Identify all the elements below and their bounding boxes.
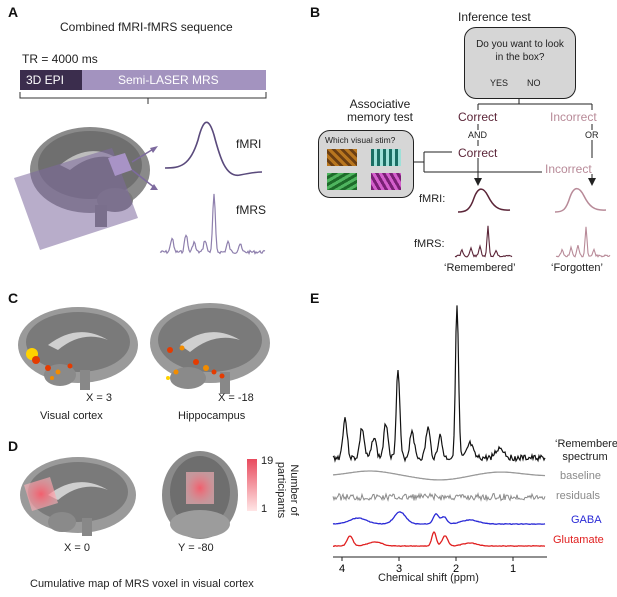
glutamate-curve xyxy=(332,530,546,548)
tr-label: TR = 4000 ms xyxy=(22,52,98,66)
fmri-label-a: fMRI xyxy=(236,137,262,151)
or-label: OR xyxy=(585,130,599,140)
remembered-label: ‘Remembered’ xyxy=(444,262,516,274)
inference-question: Do you want to look in the box? xyxy=(476,39,564,63)
assoc-question: Which visual stim? xyxy=(325,135,396,145)
incorrect-top: Incorrect xyxy=(550,110,597,124)
baseline-curve xyxy=(332,470,546,481)
panel-b-letter: B xyxy=(310,4,321,20)
fmrs-label-a: fMRS xyxy=(236,203,266,217)
fmrs-label-b: fMRS: xyxy=(414,238,445,250)
activation-hippocampus xyxy=(166,345,225,380)
mrs-label: Semi-LASER MRS xyxy=(118,73,219,87)
residuals-curve xyxy=(332,491,546,503)
fmri-curve-forgotten xyxy=(554,187,607,213)
remembered-spectrum xyxy=(332,305,546,463)
panel-e-letter: E xyxy=(310,290,320,306)
x-tick-label: 4 xyxy=(339,563,345,575)
epi-block: 3D EPI xyxy=(20,70,82,90)
visual-coord: X = 3 xyxy=(86,392,112,404)
panel-c-letter: C xyxy=(8,290,19,306)
assoc-title: Associative memory test xyxy=(346,97,413,124)
fmri-slab xyxy=(14,148,138,250)
spectrum-label: ‘Remembered’ spectrum xyxy=(555,438,617,463)
d-caption: Cumulative map of MRS voxel in visual co… xyxy=(30,578,254,590)
no-option: NO xyxy=(527,78,541,88)
stim-orange xyxy=(327,149,357,166)
epi-label: 3D EPI xyxy=(26,73,65,87)
x-axis-ticks: 4 3 2 1 xyxy=(339,557,516,575)
hippocampus-coord: X = -18 xyxy=(218,392,254,404)
correct-bottom: Correct xyxy=(458,146,498,160)
d-left-coord: X = 0 xyxy=(64,542,90,554)
x-tick-label: 1 xyxy=(510,563,516,575)
baseline-label: baseline xyxy=(560,470,601,482)
mrs-voxel xyxy=(108,153,132,176)
stim-teal xyxy=(371,149,401,166)
incorrect-bottom: Incorrect xyxy=(545,162,592,176)
inference-box: Do you want to look in the box? YES NO xyxy=(464,27,576,99)
brain-sagittal-visual xyxy=(18,307,138,390)
mrs-block: Semi-LASER MRS xyxy=(82,70,266,90)
scale-min: 1 xyxy=(261,503,268,515)
correct-top: Correct xyxy=(458,110,498,124)
arrow-to-fmrs xyxy=(131,169,156,189)
stim-purple xyxy=(371,173,401,190)
hippocampus-label: Hippocampus xyxy=(178,410,246,422)
glutamate-label: Glutamate xyxy=(553,534,604,546)
x-axis-label: Chemical shift (ppm) xyxy=(378,572,479,584)
x-tick-label: 2 xyxy=(453,563,459,575)
panel-a-title: Combined fMRI-fMRS sequence xyxy=(60,20,233,34)
scale-max: 19 xyxy=(261,455,274,467)
stim-green xyxy=(327,173,357,190)
forgotten-label: ‘Forgotten’ xyxy=(551,262,603,274)
yes-option: YES xyxy=(490,78,509,88)
brain-sagittal-d xyxy=(20,457,136,536)
gaba-label: GABA xyxy=(571,514,602,526)
d-right-coord: Y = -80 xyxy=(178,542,214,554)
visual-cortex-label: Visual cortex xyxy=(40,410,103,422)
fmrs-spectrum-remembered xyxy=(454,225,513,258)
x-tick-label: 3 xyxy=(396,563,402,575)
participant-scale-bar xyxy=(247,459,257,511)
gaba-curve xyxy=(332,511,546,526)
arrow-to-fmri xyxy=(131,147,156,163)
inference-title: Inference test xyxy=(458,10,531,24)
fmrs-spectrum xyxy=(159,193,266,255)
residuals-label: residuals xyxy=(556,490,601,502)
activation-visual xyxy=(26,348,73,380)
panel-a-letter: A xyxy=(8,4,19,20)
mrs-voxel-sagittal xyxy=(24,477,58,511)
fmrs-spectrum-forgotten xyxy=(555,226,611,258)
assoc-box: Which visual stim? xyxy=(318,130,414,198)
brain-sagittal-hippocampus xyxy=(150,303,270,394)
fmri-curve-remembered xyxy=(457,188,511,213)
panel-d-letter: D xyxy=(8,438,19,454)
fmri-label-b: fMRI: xyxy=(419,193,446,205)
mrs-voxel-coronal xyxy=(186,472,214,504)
fmri-curve xyxy=(164,121,263,176)
tr-bracket xyxy=(19,92,267,99)
and-label: AND xyxy=(468,130,488,140)
